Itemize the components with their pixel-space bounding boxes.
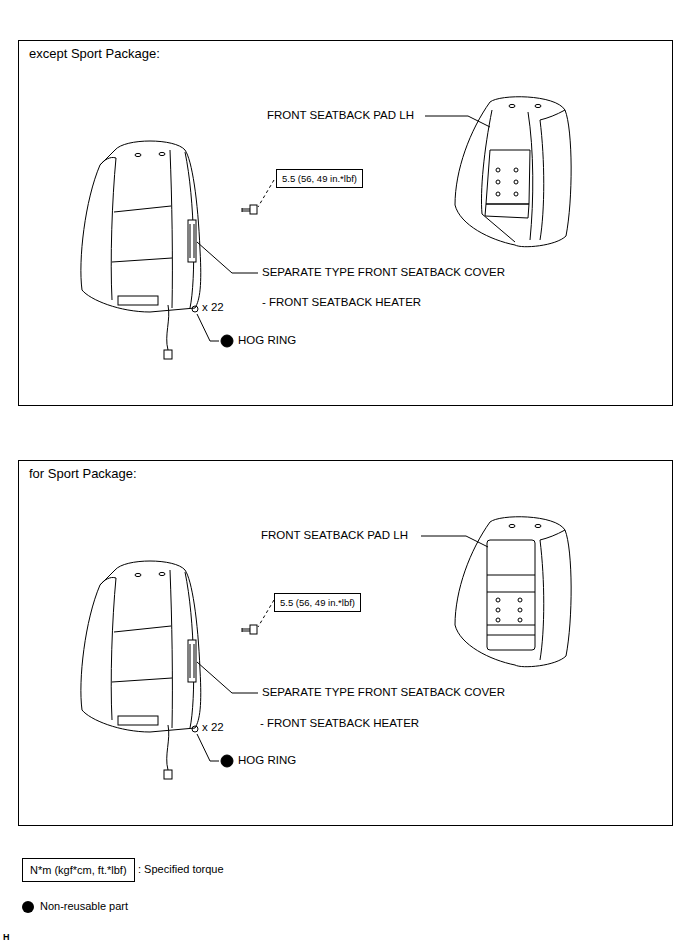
pad-hole bbox=[496, 598, 500, 602]
part-name: SEPARATE TYPE FRONT SEATBACK COVER bbox=[262, 266, 505, 280]
legend-text: : Specified torque bbox=[138, 863, 224, 876]
legend-box: N*m (kgf*cm, ft.*lbf) bbox=[22, 858, 135, 882]
pad-channel bbox=[481, 110, 532, 242]
seatback-cover bbox=[81, 141, 274, 359]
pad-hole bbox=[514, 180, 518, 184]
group-panel: except Sport Package: 5.5 (56, 49 in.*lbf… bbox=[18, 40, 673, 406]
box-text: 5.5 (56, 49 in.*lbf) bbox=[282, 173, 357, 184]
part-name: - FRONT SEATBACK HEATER bbox=[260, 717, 419, 731]
quantity: x 22 bbox=[202, 301, 224, 315]
part-name: HOG RING bbox=[238, 754, 296, 768]
leader-line bbox=[421, 536, 488, 547]
pad-hole bbox=[514, 192, 518, 196]
pad-hole bbox=[518, 598, 522, 602]
pad-hole bbox=[496, 618, 500, 622]
pad-hole bbox=[514, 168, 518, 172]
panel-heading: except Sport Package: bbox=[29, 46, 160, 61]
quantity: x 22 bbox=[202, 721, 224, 735]
pad-hole bbox=[518, 618, 522, 622]
part-name: FRONT SEATBACK PAD LH bbox=[267, 109, 414, 123]
pad-hole bbox=[496, 608, 500, 612]
pad-hole bbox=[496, 168, 500, 172]
torque-box: 5.5 (56, 49 in.*lbf) bbox=[274, 593, 361, 612]
legend-swatch bbox=[22, 901, 34, 913]
pad-hole bbox=[496, 192, 500, 196]
pad-panel bbox=[485, 150, 530, 218]
part-name: - FRONT SEATBACK HEATER bbox=[262, 296, 421, 310]
part-name: HOG RING bbox=[238, 334, 296, 348]
box-text: 5.5 (56, 49 in.*lbf) bbox=[280, 597, 355, 608]
part-name: SEPARATE TYPE FRONT SEATBACK COVER bbox=[262, 686, 505, 700]
pad-hole bbox=[496, 180, 500, 184]
legend-text: Non-reusable part bbox=[40, 900, 128, 913]
pad-frame bbox=[487, 540, 535, 650]
torque-box: 5.5 (56, 49 in.*lbf) bbox=[276, 169, 363, 188]
leader-line bbox=[425, 116, 490, 127]
panel-heading: for Sport Package: bbox=[29, 466, 137, 481]
part-name: FRONT SEATBACK PAD LH bbox=[261, 529, 408, 543]
pad-hole bbox=[518, 608, 522, 612]
seatback-pad bbox=[455, 97, 571, 247]
pad-grid bbox=[487, 575, 535, 635]
box-text: N*m (kgf*cm, ft.*lbf) bbox=[30, 864, 127, 876]
seatback-cover bbox=[81, 561, 274, 779]
group-panel: for Sport Package: 5.5 (56, 49 in.*lbf) bbox=[18, 460, 673, 826]
figure-code: H bbox=[3, 932, 10, 943]
